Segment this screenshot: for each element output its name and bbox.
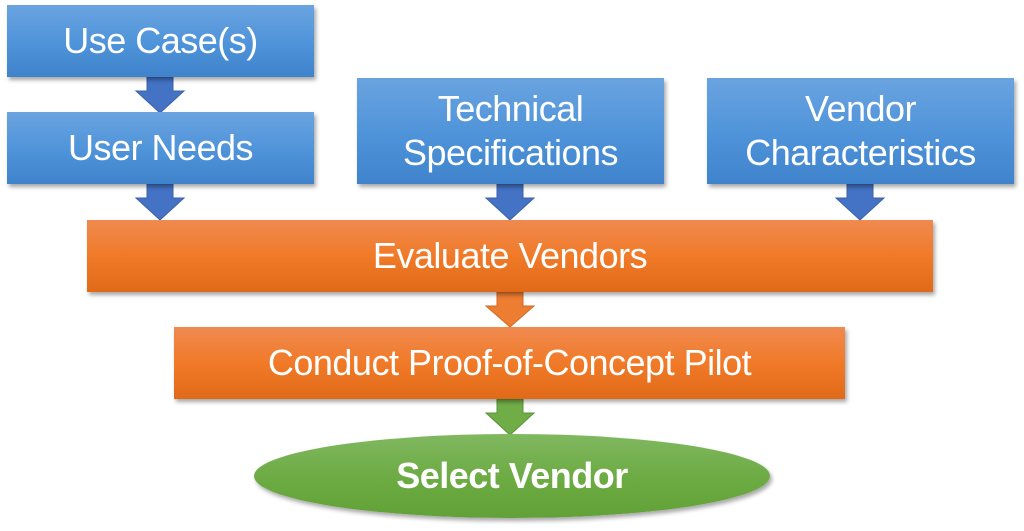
node-user-needs-label: User Needs [67,127,254,168]
node-evaluate-vendors-label: Evaluate Vendors [372,235,648,276]
node-evaluate-vendors: Evaluate Vendors [87,220,933,292]
node-use-cases-label: Use Case(s) [63,20,258,61]
node-user-needs: User Needs [7,112,314,184]
node-technical-specifications: Technical Specifications [357,78,664,184]
arrow-vendor-chars-to-evaluate [834,183,886,221]
arrow-user-needs-to-evaluate [134,183,186,221]
node-conduct-pilot-label: Conduct Proof-of-Concept Pilot [267,342,752,383]
arrow-pilot-to-select [484,398,536,436]
node-use-cases: Use Case(s) [7,5,314,77]
node-vendor-characteristics-label-line1: Vendor [804,88,917,129]
node-technical-specifications-label-line2: Specifications [402,132,619,173]
node-vendor-characteristics-label-line2: Characteristics [745,132,976,173]
node-select-vendor: Select Vendor [254,434,770,518]
arrow-use-cases-to-user-needs [134,76,186,114]
node-select-vendor-label: Select Vendor [396,455,628,496]
node-vendor-characteristics: Vendor Characteristics [707,78,1014,184]
node-conduct-pilot: Conduct Proof-of-Concept Pilot [174,327,845,399]
arrow-evaluate-to-pilot [484,291,536,328]
arrow-technical-specs-to-evaluate [484,183,536,221]
node-technical-specifications-label-line1: Technical [437,88,584,129]
